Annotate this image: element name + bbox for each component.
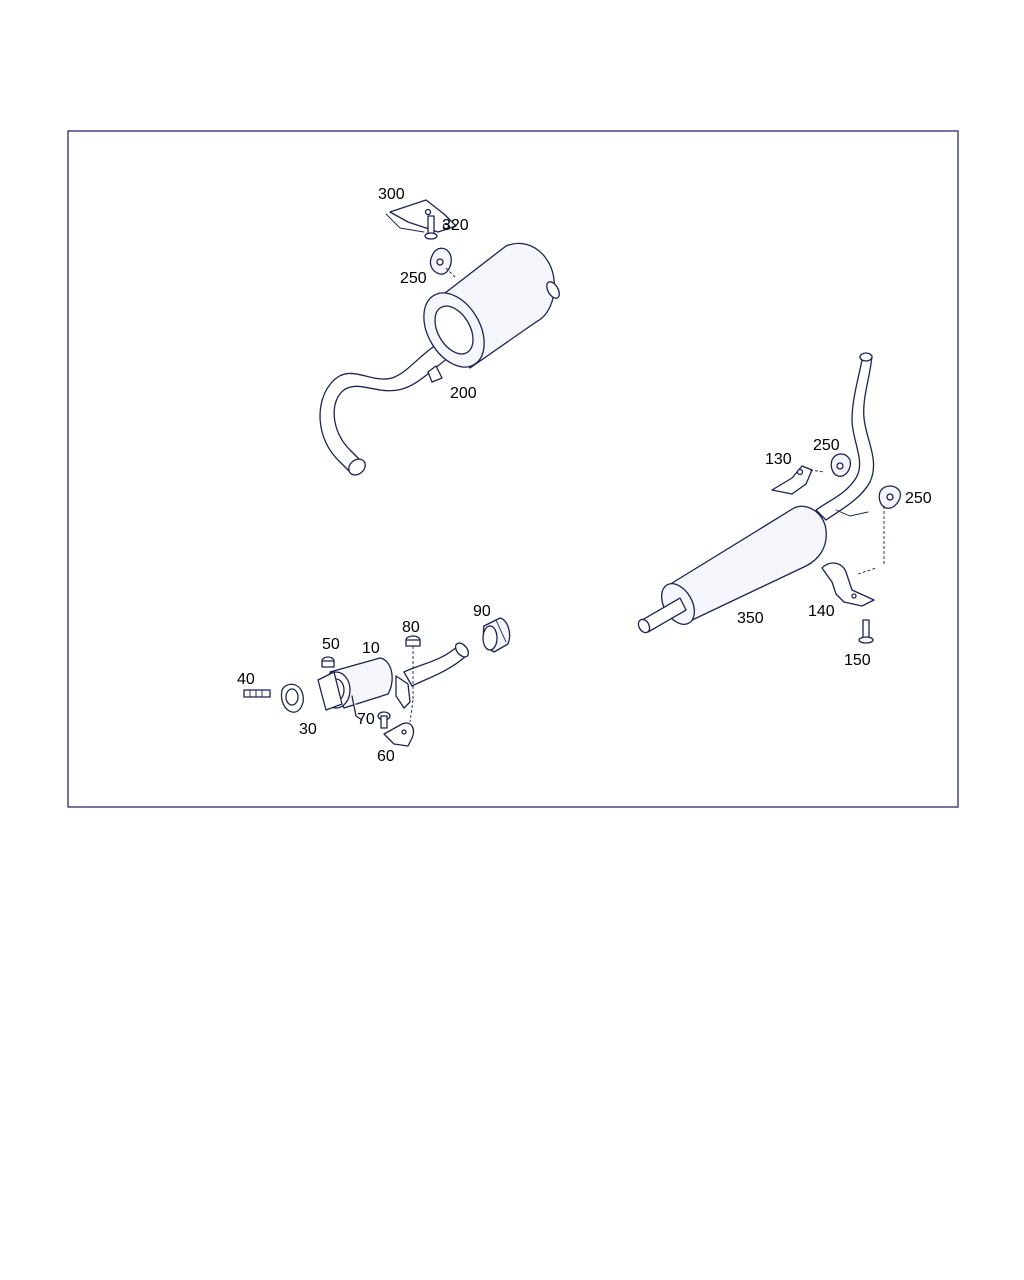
rubber-mount-250-right-upper	[830, 453, 852, 477]
nut-50	[321, 656, 335, 668]
outlet-pipe-end	[859, 352, 873, 362]
label-70: 70	[357, 711, 375, 728]
bolt-150	[858, 619, 874, 644]
label-130: 130	[765, 451, 792, 468]
rear-muffler-hanger-stud	[427, 365, 443, 383]
rear-muffler-pipe-end	[348, 458, 366, 476]
hanger-bracket-300	[385, 199, 457, 233]
label-250-right-b: 250	[905, 490, 932, 507]
label-350: 350	[737, 610, 764, 627]
label-250-top: 250	[400, 270, 427, 287]
bracket-140	[821, 562, 877, 607]
label-10: 10	[362, 640, 380, 657]
bracket-60	[383, 699, 415, 747]
rear-muffler-group	[319, 242, 560, 476]
hanger-bracket-plate	[389, 199, 457, 233]
label-150: 150	[844, 652, 871, 669]
rear-muffler-endcap-inner	[434, 305, 474, 355]
label-90: 90	[473, 603, 491, 620]
catalytic-converter-10	[317, 657, 411, 721]
label-40: 40	[237, 671, 255, 688]
label-200: 200	[450, 385, 477, 402]
label-80: 80	[402, 619, 420, 636]
diagram-frame	[67, 130, 959, 808]
label-30: 30	[299, 721, 317, 738]
label-250-right-a: 250	[813, 437, 840, 454]
gasket-30	[280, 683, 304, 713]
stud-40	[243, 689, 271, 698]
label-50: 50	[322, 636, 340, 653]
bracket-130	[771, 465, 825, 495]
rubber-mount-250-right-lower	[878, 485, 901, 566]
bolt-320	[424, 215, 438, 240]
center-muffler-group	[637, 352, 875, 634]
clamp-90	[482, 617, 511, 653]
center-muffler-body	[663, 505, 827, 623]
label-320: 320	[442, 217, 469, 234]
rubber-mount-250-top	[429, 247, 457, 279]
label-300: 300	[378, 186, 405, 203]
front-pipe-group	[403, 642, 470, 687]
label-140: 140	[808, 603, 835, 620]
rear-muffler-outlet	[546, 281, 560, 299]
rear-muffler-inlet-pipe	[319, 337, 461, 475]
bolt-70	[377, 711, 391, 729]
nut-80	[405, 635, 421, 700]
label-60: 60	[377, 748, 395, 765]
